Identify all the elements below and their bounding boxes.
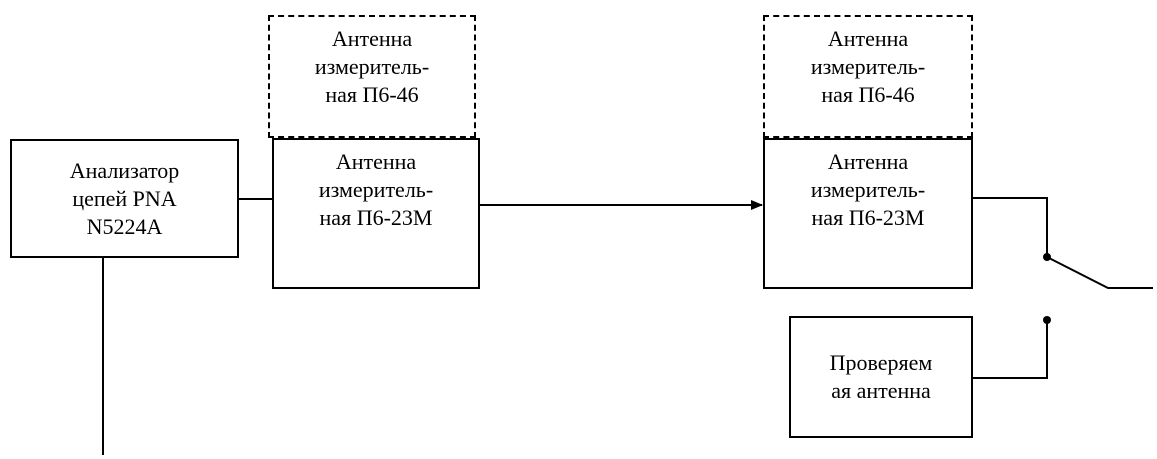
switch-contact-lower bbox=[1043, 316, 1051, 324]
rx-antenna-to-switch-line bbox=[973, 197, 1048, 257]
tx-reference-antenna-box: Антенна измеритель- ная П6-46 bbox=[268, 15, 476, 138]
tx-antenna-label: Антенна измеритель- ная П6-23М bbox=[318, 149, 434, 230]
rx-reference-antenna-box: Антенна измеритель- ная П6-46 bbox=[763, 15, 973, 138]
tx-reference-antenna-label: Антенна измеритель- ная П6-46 bbox=[314, 26, 430, 107]
antenna-under-test-box: Проверяем ая антенна bbox=[789, 316, 973, 438]
rx-antenna-box: Антенна измеритель- ная П6-23М bbox=[763, 138, 973, 289]
network-analyzer-label: Анализатор цепей PNA N5224A bbox=[69, 157, 180, 239]
test-antenna-to-switch-line bbox=[973, 320, 1048, 379]
switch-lever bbox=[1046, 256, 1153, 289]
tx-antenna-box: Антенна измеритель- ная П6-23М bbox=[272, 138, 480, 289]
rx-antenna-label: Антенна измеритель- ная П6-23М bbox=[810, 149, 926, 230]
antenna-under-test-label: Проверяем ая антенна bbox=[829, 350, 933, 403]
network-analyzer-box: Анализатор цепей PNA N5224A bbox=[10, 139, 239, 258]
rx-reference-antenna-label: Антенна измеритель- ная П6-46 bbox=[810, 26, 926, 107]
